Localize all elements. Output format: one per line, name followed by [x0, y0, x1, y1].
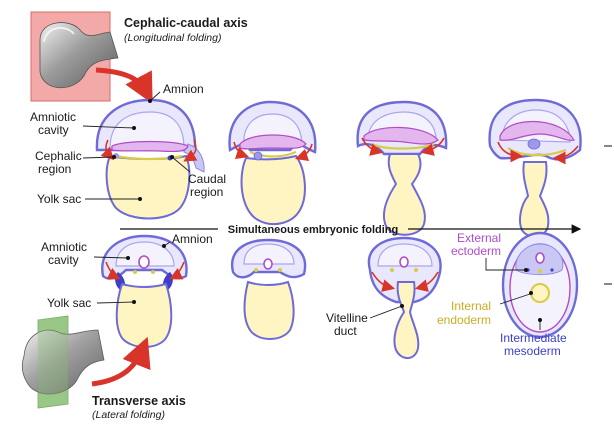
transverse-axis-title: Transverse axis — [92, 394, 186, 408]
bottom-embryo-1 — [101, 234, 188, 348]
top-cephalic-label-2: region — [38, 162, 71, 176]
top-amniotic-label-1: Amniotic — [30, 110, 76, 124]
cephalic-axis-title: Cephalic-caudal axis — [124, 16, 248, 30]
top-embryo-3 — [356, 100, 448, 236]
top-amniotic-label-2: cavity — [38, 123, 69, 137]
bottom-embryo-3 — [367, 236, 442, 359]
cephalic-axis-subtitle: (Longitudinal folding) — [124, 32, 221, 44]
bottom-embryo-2 — [230, 238, 307, 340]
bottom-amnion-label: Amnion — [172, 232, 213, 246]
top-embryo-1 — [95, 98, 205, 220]
vitelline-label-1: Vitelline — [326, 311, 368, 325]
intermediate-mesoderm-label-1: Intermediate — [500, 331, 567, 345]
transverse-plane-icon — [21, 315, 105, 409]
transverse-axis-subtitle: (Lateral folding) — [92, 409, 165, 421]
vitelline-label-2: duct — [334, 324, 357, 338]
bottom-amniotic-label-2: cavity — [48, 253, 79, 267]
bottom-yolk-label: Yolk sac — [47, 296, 91, 310]
bottom-embryo-4 — [501, 231, 579, 339]
top-embryo-4 — [488, 98, 582, 238]
internal-endoderm-label-1: Internal — [451, 299, 491, 313]
top-cephalic-label-1: Cephalic — [35, 149, 82, 163]
top-amnion-label: Amnion — [163, 82, 204, 96]
top-caudal-label-2: region — [190, 185, 223, 199]
external-ectoderm-label-2: ectoderm — [451, 244, 501, 258]
top-yolk-label: Yolk sac — [37, 192, 81, 206]
bottom-amniotic-label-1: Amniotic — [41, 240, 87, 254]
simultaneous-folding-line: Simultaneous embryonic folding — [120, 224, 582, 236]
transverse-folding-arrow-icon — [91, 336, 151, 387]
external-ectoderm-label-1: External — [457, 231, 501, 245]
simultaneous-folding-label: Simultaneous embryonic folding — [228, 224, 399, 236]
longitudinal-plane-icon — [30, 11, 119, 102]
top-caudal-label-1: Caudal — [188, 172, 226, 186]
top-embryo-2 — [228, 100, 317, 226]
folding-arrow-icon — [95, 67, 153, 104]
internal-endoderm-label-2: endoderm — [437, 313, 491, 327]
intermediate-mesoderm-label-2: mesoderm — [504, 344, 561, 358]
